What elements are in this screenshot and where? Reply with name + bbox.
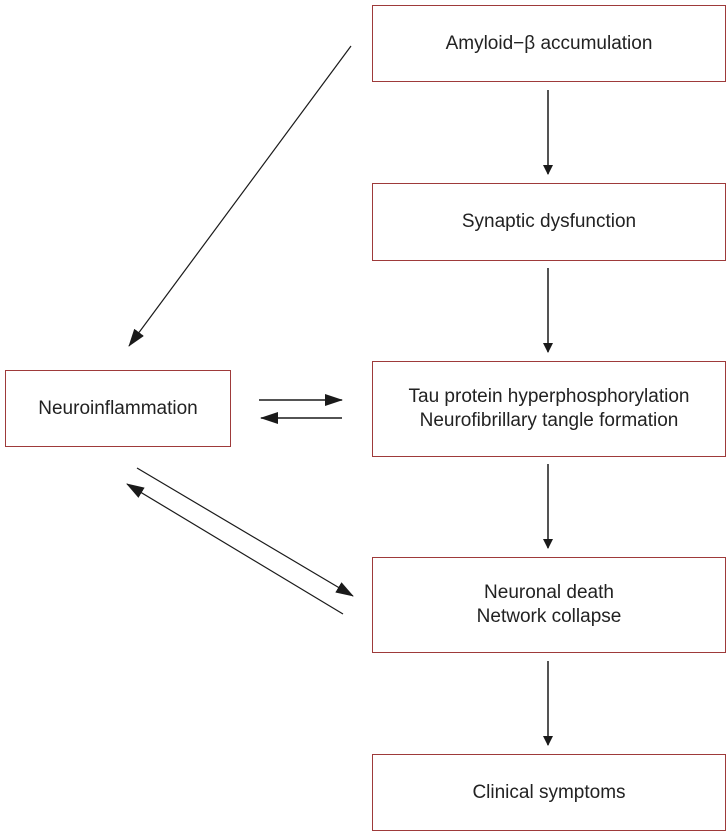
synaptic-dysfunction-label: Synaptic dysfunction <box>461 211 637 232</box>
arrow-amyloid-to-neuroinflammation <box>128 45 352 347</box>
neuroinflammation-box: Neuroinflammation <box>5 370 231 447</box>
amyloid-beta-accumulation-label: Amyloid−β accumulation <box>445 32 653 54</box>
clinical-symptoms-box: Clinical symptoms <box>372 754 726 831</box>
neuroinflammation-label: Neuroinflammation <box>38 397 198 419</box>
amyloid-beta-accumulation-box: Amyloid−β accumulation <box>372 5 726 82</box>
clinical-symptoms-label: Clinical symptoms <box>472 781 626 803</box>
arrow-neuroinflammation-to-neuronal <box>136 467 354 597</box>
tau-hyperphosphorylation-box: Tau protein hyperphosphorylation Neurofi… <box>372 361 726 457</box>
neurofibrillary-tangle-label: Neurofibrillary tangle formation <box>419 410 679 431</box>
arrow-neuronal-to-neuroinflammation <box>126 483 344 615</box>
tau-hyperphosphorylation-label: Tau protein hyperphosphorylation <box>408 386 690 407</box>
synaptic-dysfunction-box: Synaptic dysfunction <box>372 183 726 261</box>
neuronal-death-box: Neuronal death Network collapse <box>372 557 726 653</box>
neuronal-death-label: Neuronal death <box>484 582 614 603</box>
network-collapse-label: Network collapse <box>476 606 622 627</box>
